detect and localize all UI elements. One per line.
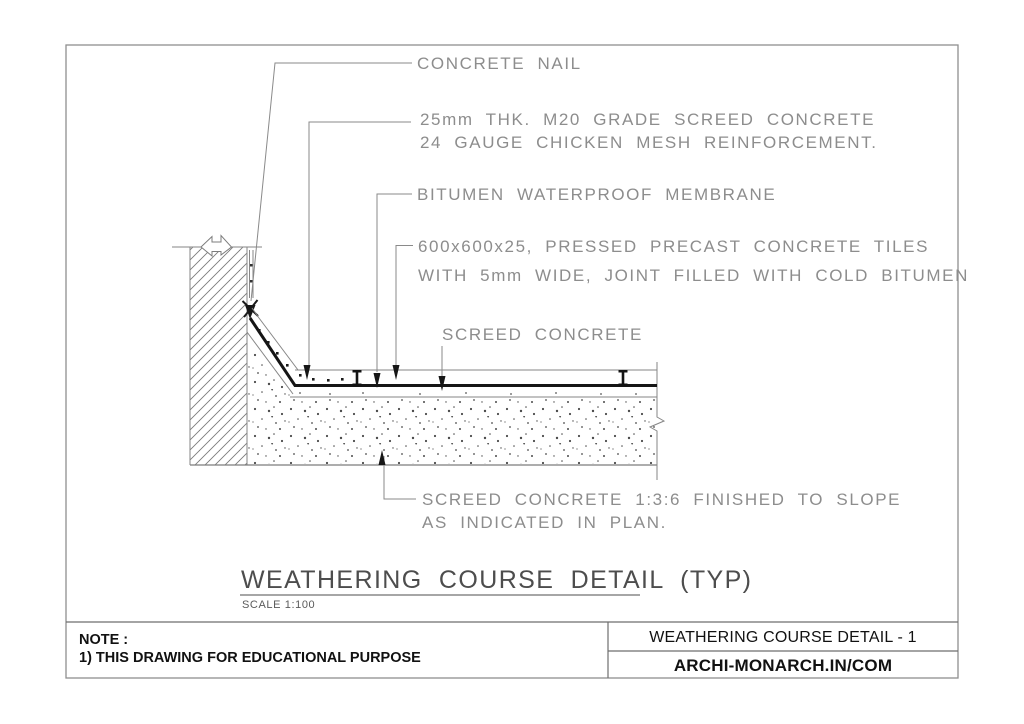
- annotation-concrete-nail: CONCRETE NAIL: [417, 54, 582, 73]
- drawing-title-group: WEATHERING COURSE DETAIL (TYP) SCALE 1:1…: [240, 566, 752, 611]
- annotation-tiles-1: 600x600x25, PRESSED PRECAST CONCRETE TIL…: [418, 237, 929, 256]
- bitumen-membrane-line: [248, 317, 657, 387]
- annotation-screed-mesh-2: 24 GAUGE CHICKEN MESH REINFORCEMENT.: [420, 133, 878, 152]
- weathering-layers: [241, 250, 657, 395]
- leader-lines: [250, 62, 443, 500]
- slab-stipple: [247, 342, 657, 464]
- arrow-down-icon: [373, 373, 381, 388]
- mesh-reinforcement-dots: [258, 329, 344, 382]
- note-heading: NOTE :: [79, 632, 128, 648]
- break-mark-icon: [200, 234, 233, 258]
- note-item: 1) THIS DRAWING FOR EDUCATIONAL PURPOSE: [79, 650, 421, 666]
- leader-screed-mesh: [308, 121, 411, 365]
- parapet-wall-section: [172, 234, 262, 465]
- sheet-title: WEATHERING COURSE DETAIL - 1: [649, 629, 917, 646]
- brand-name: ARCHI-MONARCH.IN/COM: [674, 656, 892, 675]
- annotations: CONCRETE NAIL 25mm THK. M20 GRADE SCREED…: [417, 54, 969, 532]
- title-strip: NOTE : 1) THIS DRAWING FOR EDUCATIONAL P…: [66, 621, 958, 678]
- drawing-scale: SCALE 1:100: [242, 599, 315, 611]
- leader-screed-slope: [383, 456, 416, 500]
- sheet-border: [65, 44, 959, 679]
- arrow-down-icon: [303, 365, 311, 380]
- arrow-down-icon: [392, 365, 400, 380]
- leader-bitumen: [376, 193, 412, 372]
- drawing-title: WEATHERING COURSE DETAIL (TYP): [241, 566, 752, 594]
- leader-concrete-nail: [250, 62, 412, 302]
- leader-tiles: [395, 245, 413, 365]
- annotation-tiles-2: WITH 5mm WIDE, JOINT FILLED WITH COLD BI…: [418, 266, 969, 285]
- annotation-screed-concrete: SCREED CONCRETE: [442, 325, 643, 344]
- screed-band-specks: [299, 392, 637, 395]
- tile-joint-icon: [352, 370, 628, 386]
- screed-slab: [190, 331, 666, 480]
- wall-hatch: [190, 247, 247, 465]
- arrow-up-icon: [378, 450, 386, 465]
- leader-arrows: [303, 365, 446, 465]
- annotation-screed-slope-2: AS INDICATED IN PLAN.: [422, 513, 667, 532]
- arrow-down-icon: [438, 376, 446, 391]
- cut-break-line: [648, 362, 666, 480]
- annotation-screed-mesh-1: 25mm THK. M20 GRADE SCREED CONCRETE: [420, 110, 875, 129]
- annotation-screed-slope-1: SCREED CONCRETE 1:3:6 FINISHED TO SLOPE: [422, 490, 901, 509]
- annotation-bitumen: BITUMEN WATERPROOF MEMBRANE: [417, 185, 776, 204]
